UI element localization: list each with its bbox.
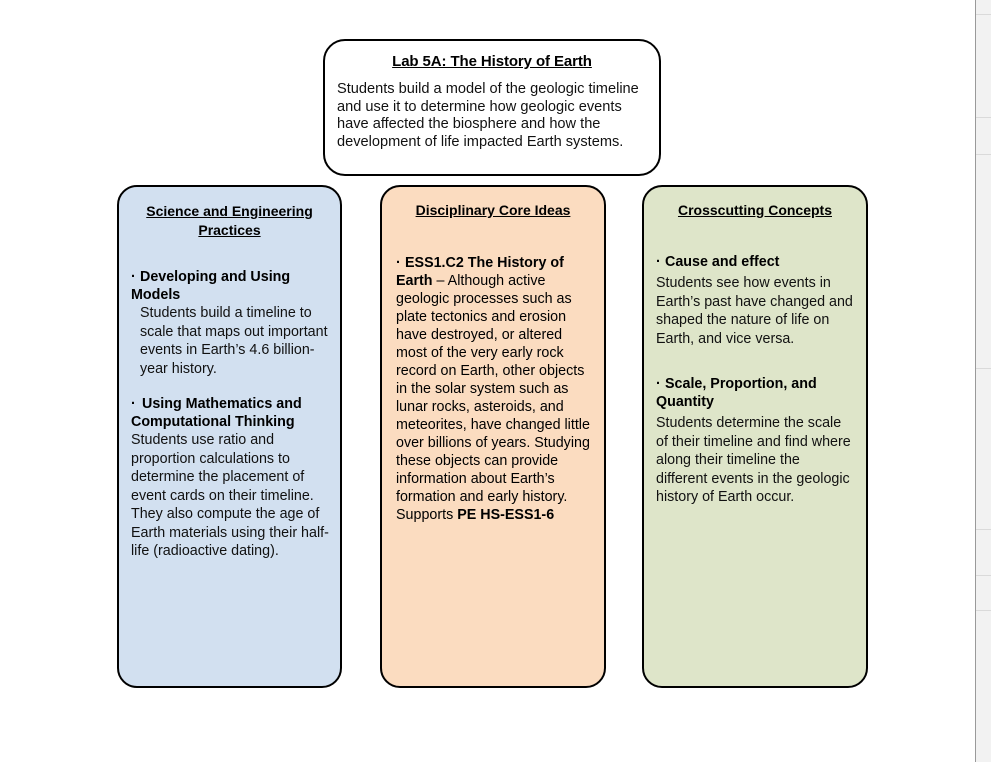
sep-term-text-1: Developing and Using Models	[131, 269, 291, 303]
ccc-bullet-term-1: ·Cause and effect	[656, 253, 854, 271]
ccc-bullet-body-1: Students see how events in Earth’s past …	[656, 275, 853, 347]
panel-science-and-engineering-practices: Science and Engineering Practices ·Devel…	[117, 185, 342, 688]
rail-tick	[976, 117, 991, 118]
rail-tick	[976, 529, 991, 530]
dci-term-text-1: ESS1.C2 The History of Earth	[396, 255, 564, 289]
dci-pe-code-1: PE HS-ESS1-6	[457, 507, 555, 523]
panel-disciplinary-core-ideas: Disciplinary Core Ideas ·ESS1.C2 The His…	[380, 185, 606, 688]
panel-heading-dci: Disciplinary Core Ideas	[415, 202, 571, 218]
sep-bullet-body-1: Students build a timeline to scale that …	[140, 305, 328, 377]
panel-crosscutting-concepts: Crosscutting Concepts ·Cause and effect …	[642, 185, 868, 688]
page-edge-rail	[975, 0, 991, 762]
sep-term-text-2: Using Mathematics and Computational Thin…	[131, 396, 302, 430]
ccc-bullet-term-2: ·Scale, Proportion, and Quantity	[656, 375, 854, 411]
dci-bullet-item-1: ·ESS1.C2 The History of Earth – Although…	[396, 254, 590, 524]
lab-title-heading: Lab 5A: The History of Earth	[392, 53, 592, 70]
ccc-term-text-1: Cause and effect	[665, 254, 780, 270]
sep-bullet-item-1: ·Developing and Using Models Students bu…	[131, 268, 330, 378]
bullet-dot-icon: ·	[656, 376, 661, 392]
sep-bullet-item-2: ·Using Mathematics and Computational Thi…	[131, 395, 330, 561]
lab-title-description: Students build a model of the geologic t…	[337, 81, 639, 150]
sep-bullet-term-1: ·Developing and Using Models	[131, 268, 330, 304]
bullet-dot-icon: ·	[396, 255, 401, 271]
ccc-bullet-body-2: Students determine the scale of their ti…	[656, 415, 851, 505]
rail-tick	[976, 154, 991, 155]
bullet-dot-icon: ·	[656, 254, 661, 270]
ccc-bullet-item-1: ·Cause and effect Students see how event…	[656, 253, 854, 348]
ccc-term-text-2: Scale, Proportion, and Quantity	[656, 376, 817, 410]
dci-body-text-1: – Although active geologic processes suc…	[396, 273, 590, 523]
rail-tick	[976, 575, 991, 576]
panel-heading-ccc: Crosscutting Concepts	[677, 202, 832, 218]
sep-bullet-term-2: ·Using Mathematics and Computational Thi…	[131, 395, 330, 431]
rail-tick	[976, 610, 991, 611]
bullet-dot-icon: ·	[131, 269, 136, 285]
rail-tick	[976, 368, 991, 369]
lab-title-card: Lab 5A: The History of Earth Students bu…	[323, 39, 661, 176]
panel-heading-sep: Science and Engineering Practices	[146, 203, 313, 238]
bullet-dot-icon: ·	[131, 396, 136, 412]
sep-bullet-body-2: Students use ratio and proportion calcul…	[131, 432, 329, 559]
ccc-bullet-item-2: ·Scale, Proportion, and Quantity Student…	[656, 375, 854, 507]
dci-bullet-paragraph-1: ·ESS1.C2 The History of Earth – Although…	[396, 254, 590, 524]
rail-tick	[976, 14, 991, 15]
